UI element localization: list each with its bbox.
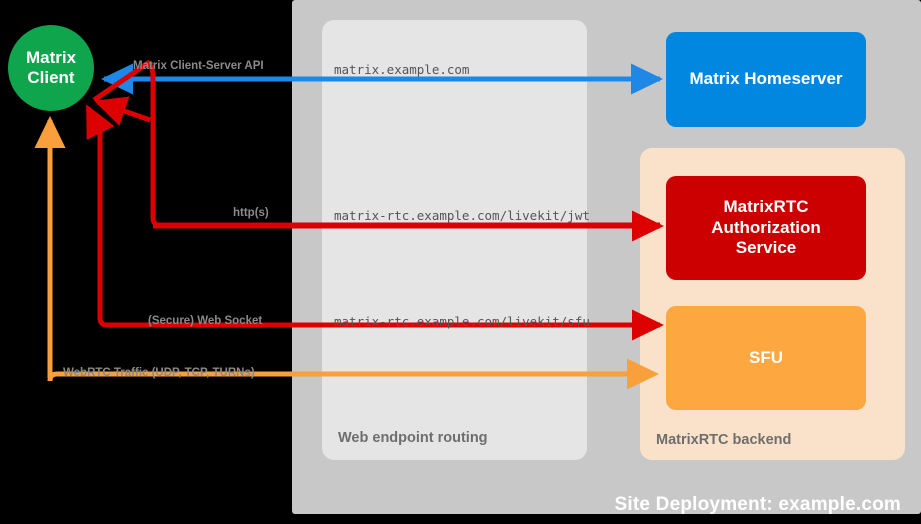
node-sfu[interactable]: SFU bbox=[666, 306, 866, 410]
edge-https-return-head bbox=[94, 96, 151, 126]
url-label-livekit-jwt: matrix-rtc.example.com/livekit/jwt bbox=[334, 208, 590, 223]
node-matrix-client[interactable]: Matrix Client bbox=[8, 25, 94, 111]
auth-label-line1: MatrixRTC bbox=[723, 196, 809, 216]
edge-label-matrix-client-server-api: Matrix Client-Server API bbox=[133, 60, 264, 72]
site-deployment-title: Site Deployment: example.com bbox=[614, 494, 901, 515]
backend-panel-title: MatrixRTC backend bbox=[656, 432, 792, 448]
homeserver-label: Matrix Homeserver bbox=[689, 69, 843, 89]
routing-panel-title: Web endpoint routing bbox=[338, 430, 488, 446]
client-label-line1: Matrix bbox=[25, 47, 77, 67]
node-matrixrtc-authorization-service[interactable]: MatrixRTC Authorization Service bbox=[666, 176, 866, 280]
edge-websocket-path bbox=[97, 130, 665, 341]
auth-label-line3: Service bbox=[735, 238, 797, 258]
auth-label-line2: Authorization bbox=[711, 217, 821, 237]
url-label-livekit-sfu: matrix-rtc.example.com/livekit/sfu bbox=[334, 314, 590, 329]
edge-label-https: http(s) bbox=[233, 207, 269, 219]
edge-label-webrtc-traffic: WebRTC Traffic (UDP, TCP, TURNs) bbox=[63, 367, 255, 379]
url-label-matrix-example-com: matrix.example.com bbox=[334, 62, 470, 77]
sfu-label: SFU bbox=[749, 347, 783, 367]
edge-websocket-return-head bbox=[85, 104, 115, 140]
node-matrix-homeserver[interactable]: Matrix Homeserver bbox=[666, 32, 866, 127]
client-label-line2: Client bbox=[27, 68, 75, 87]
edge-https-path bbox=[92, 59, 660, 228]
edge-label-websocket: (Secure) Web Socket bbox=[148, 315, 263, 327]
